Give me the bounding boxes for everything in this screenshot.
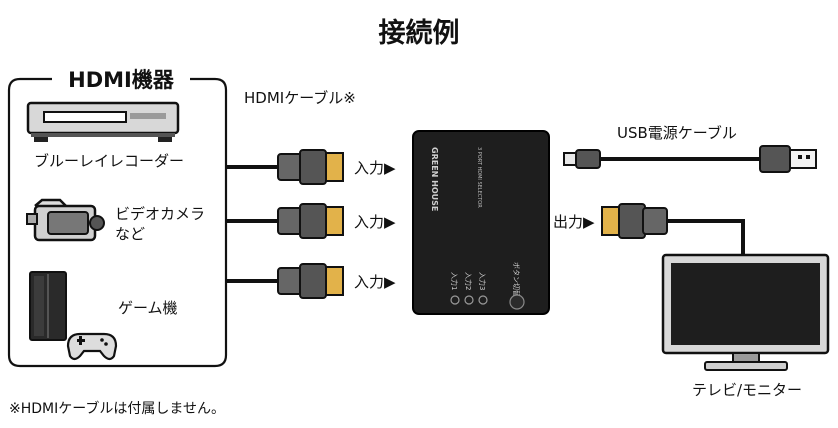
hdmi-plug-icon: [277, 149, 344, 185]
micro-usb-plug-icon: [563, 149, 601, 169]
port-led-3: [478, 295, 488, 305]
switch-button: [509, 294, 525, 310]
tv-label: テレビ/モニター: [692, 381, 802, 399]
device-label-bluray: ブルーレイレコーダー: [34, 152, 184, 170]
device-label-game: ゲーム機: [118, 299, 178, 317]
hdmi-plug-icon: [277, 263, 344, 299]
switcher-brand: GREEN HOUSE: [430, 147, 439, 211]
input-label-2: 入力▶: [354, 213, 396, 231]
hdmi-cable-label: HDMIケーブル※: [244, 89, 356, 107]
device-label-camera: ビデオカメラ: [115, 205, 205, 223]
output-cable: [667, 219, 745, 255]
switcher-port-label-1: 入力1: [450, 272, 459, 290]
output-label: 出力▶: [553, 213, 595, 231]
switcher-port-label-2: 入力2: [464, 272, 473, 290]
device-label-camera-suffix: など: [115, 225, 145, 243]
tv-monitor-icon: [661, 253, 830, 371]
hdmi-plug-icon: [601, 203, 668, 239]
switcher-port-label-3: 入力3: [478, 272, 487, 290]
hdmi-switcher-device: GREEN HOUSE 3 PORT HDMI SELECTOR 入力1 入力2…: [412, 130, 550, 315]
hdmi-plug-icon: [277, 203, 344, 239]
input-label-3: 入力▶: [354, 273, 396, 291]
switcher-model: 3 PORT HDMI SELECTOR: [476, 147, 482, 208]
port-led-2: [464, 295, 474, 305]
input-label-1: 入力▶: [354, 159, 396, 177]
source-group-frame: [7, 77, 228, 368]
usb-a-plug-icon: [759, 145, 817, 173]
diagram-title: 接続例: [379, 18, 460, 49]
switcher-button-label: ボタン切替: [512, 262, 521, 297]
game-console-icon: [29, 271, 118, 361]
footnote: ※HDMIケーブルは付属しません。: [9, 400, 225, 417]
usb-cable-label: USB電源ケーブル: [617, 124, 737, 142]
port-led-1: [450, 295, 460, 305]
source-group-label: HDMI機器: [68, 68, 175, 92]
bluray-recorder-icon: [26, 101, 180, 142]
video-camera-icon: [26, 198, 105, 242]
